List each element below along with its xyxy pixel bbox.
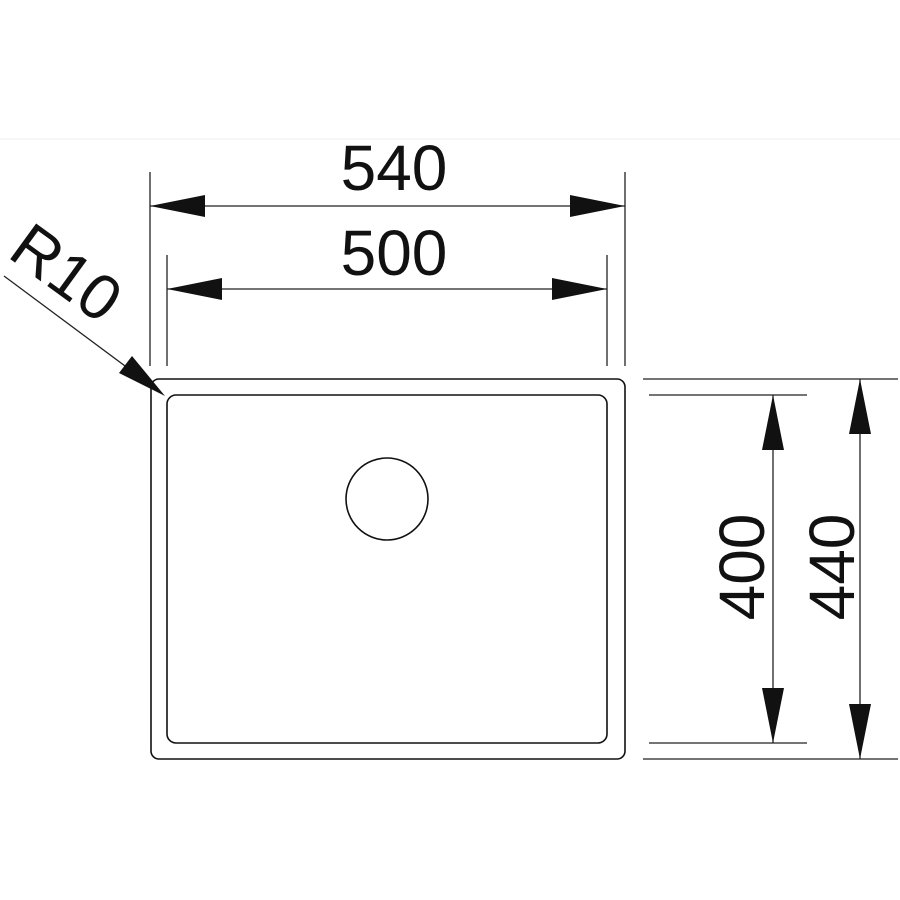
- outer-height-label: 440: [796, 514, 868, 621]
- outer-width-arrow-left: [150, 195, 205, 217]
- inner-width-arrow-left: [167, 278, 222, 300]
- outer-height-arrow-top: [849, 379, 871, 434]
- inner-height-arrow-bottom: [762, 688, 784, 743]
- corner-radius-label: R10: [0, 209, 135, 336]
- inner-height-arrow-top: [762, 395, 784, 450]
- outer-width-dimension: 540: [149, 132, 626, 366]
- corner-radius-callout: R10: [0, 209, 165, 396]
- sink-inner-outline: [166, 394, 608, 744]
- inner-height-label: 400: [706, 514, 778, 621]
- inner-height-dimension: 400: [649, 394, 807, 744]
- sink-outer-outline: [150, 378, 626, 760]
- radius-leader-arrow: [119, 356, 165, 396]
- outer-width-arrow-right: [570, 195, 625, 217]
- inner-width-label: 500: [341, 217, 448, 289]
- radius-leader-line: [3, 275, 149, 384]
- outer-height-dimension: 440: [643, 378, 898, 760]
- inner-width-dimension: 500: [166, 217, 608, 366]
- outer-height-arrow-bottom: [849, 704, 871, 759]
- drain-hole: [345, 457, 429, 541]
- outer-width-label: 540: [341, 132, 448, 204]
- inner-width-arrow-right: [552, 278, 607, 300]
